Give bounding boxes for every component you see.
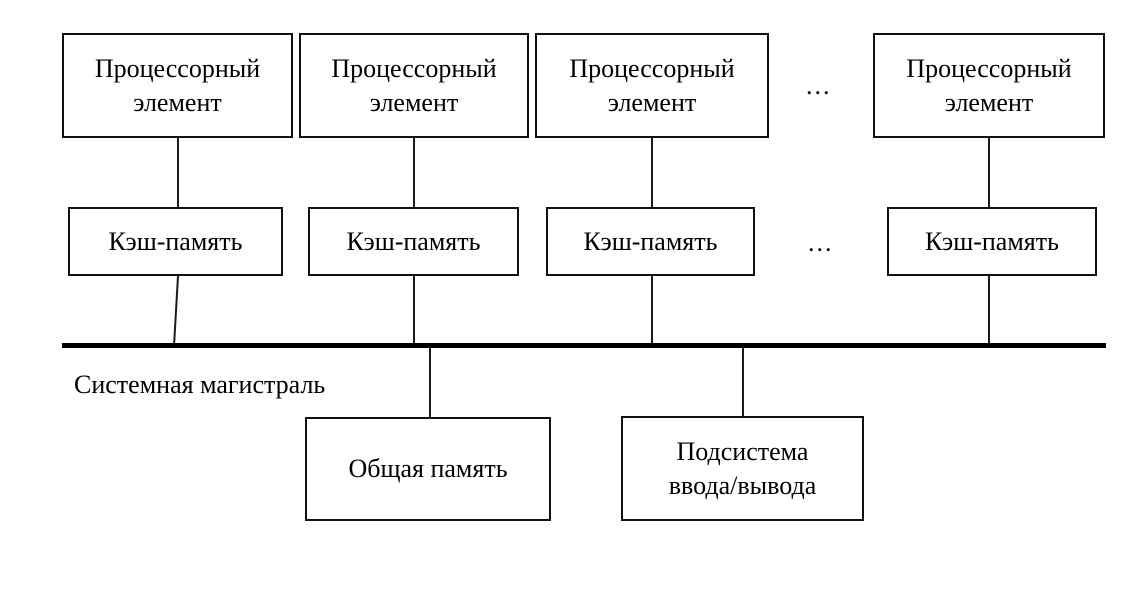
shared-memory[interactable]: Общая память bbox=[305, 417, 551, 521]
cache-memory-4-label: Кэш-память bbox=[925, 226, 1059, 256]
cache-memory-3[interactable]: Кэш-память bbox=[546, 207, 755, 276]
shared-memory-label: Общая память bbox=[348, 454, 508, 484]
connector-cache-2-to-bus bbox=[413, 276, 415, 346]
system-bus-line bbox=[62, 343, 1106, 348]
connector-bus-to-io-subsystem bbox=[742, 346, 744, 418]
processor-element-2[interactable]: Процессорный элемент bbox=[299, 33, 529, 138]
processor-element-3-label: Процессорный элемент bbox=[569, 54, 735, 117]
processor-row-ellipsis: ... bbox=[806, 71, 832, 100]
connector-processor-3-to-cache-3 bbox=[651, 137, 653, 208]
cache-memory-3-label: Кэш-память bbox=[583, 226, 718, 256]
connector-cache-1-to-bus bbox=[173, 275, 179, 347]
processor-element-3[interactable]: Процессорный элемент bbox=[535, 33, 769, 138]
cache-memory-2-label: Кэш-память bbox=[346, 226, 481, 256]
cache-memory-4[interactable]: Кэш-память bbox=[887, 207, 1097, 276]
processor-element-1-label: Процессорный элемент bbox=[94, 54, 261, 117]
io-subsystem[interactable]: Подсистема ввода/вывода bbox=[621, 416, 864, 521]
processor-element-4[interactable]: Процессорный элемент bbox=[873, 33, 1105, 138]
connector-processor-1-to-cache-1 bbox=[177, 137, 179, 208]
connector-cache-3-to-bus bbox=[651, 276, 653, 346]
io-subsystem-label: Подсистема ввода/вывода bbox=[668, 437, 817, 500]
cache-memory-1-label: Кэш-память bbox=[108, 226, 243, 256]
processor-element-2-label: Процессорный элемент bbox=[331, 54, 497, 117]
connector-bus-to-shared-memory bbox=[429, 346, 431, 418]
system-bus-label: Системная магистраль bbox=[74, 370, 326, 399]
connector-cache-4-to-bus bbox=[988, 276, 990, 346]
connector-processor-4-to-cache-4 bbox=[988, 137, 990, 208]
processor-element-4-label: Процессорный элемент bbox=[906, 54, 1072, 117]
connector-processor-2-to-cache-2 bbox=[413, 137, 415, 208]
cache-row-ellipsis: ... bbox=[808, 228, 834, 257]
processor-element-1[interactable]: Процессорный элемент bbox=[62, 33, 293, 138]
cache-memory-2[interactable]: Кэш-память bbox=[308, 207, 519, 276]
cache-memory-1[interactable]: Кэш-память bbox=[68, 207, 283, 276]
